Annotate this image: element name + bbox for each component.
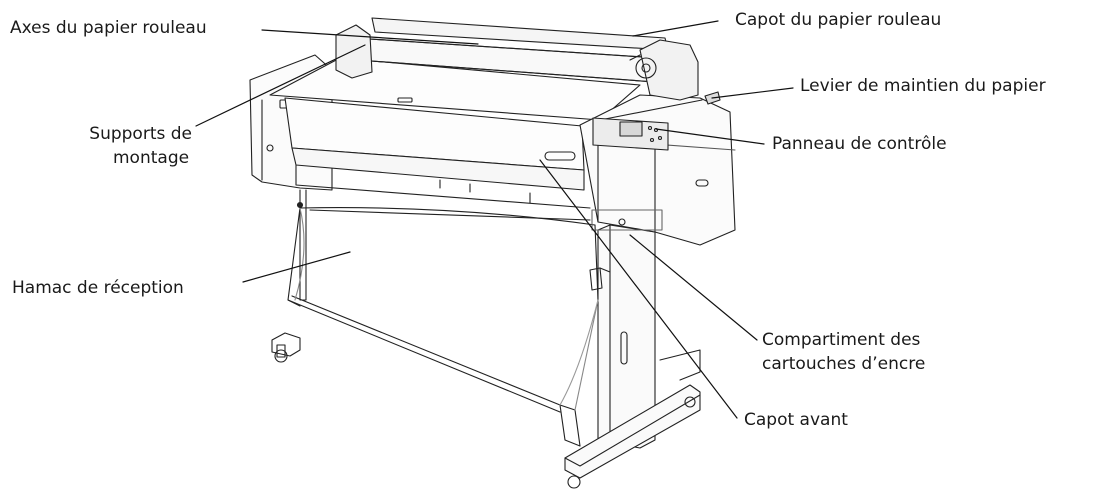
label-roll-cover: Capot du papier rouleau: [735, 10, 942, 30]
label-front-cover: Capot avant: [744, 410, 848, 430]
paper-basket: [287, 201, 611, 447]
label-ink-compartment-line1: Compartiment des: [762, 330, 921, 350]
label-paper-basket: Hamac de réception: [12, 278, 184, 298]
label-ink-compartment-line2: cartouches d’encre: [762, 354, 926, 374]
label-roll-shafts: Axes du papier rouleau: [10, 18, 207, 38]
roll-paper-area: [335, 17, 699, 101]
label-mount-brackets-line1: Supports de: [89, 124, 192, 144]
label-paper-lever: Levier de maintien du papier: [800, 76, 1046, 96]
leader-lines: [195, 20, 794, 419]
label-control-panel: Panneau de contrôle: [772, 134, 947, 154]
printer-body: [249, 54, 736, 246]
stand: [271, 189, 701, 489]
label-mount-brackets-line2: montage: [113, 148, 190, 168]
